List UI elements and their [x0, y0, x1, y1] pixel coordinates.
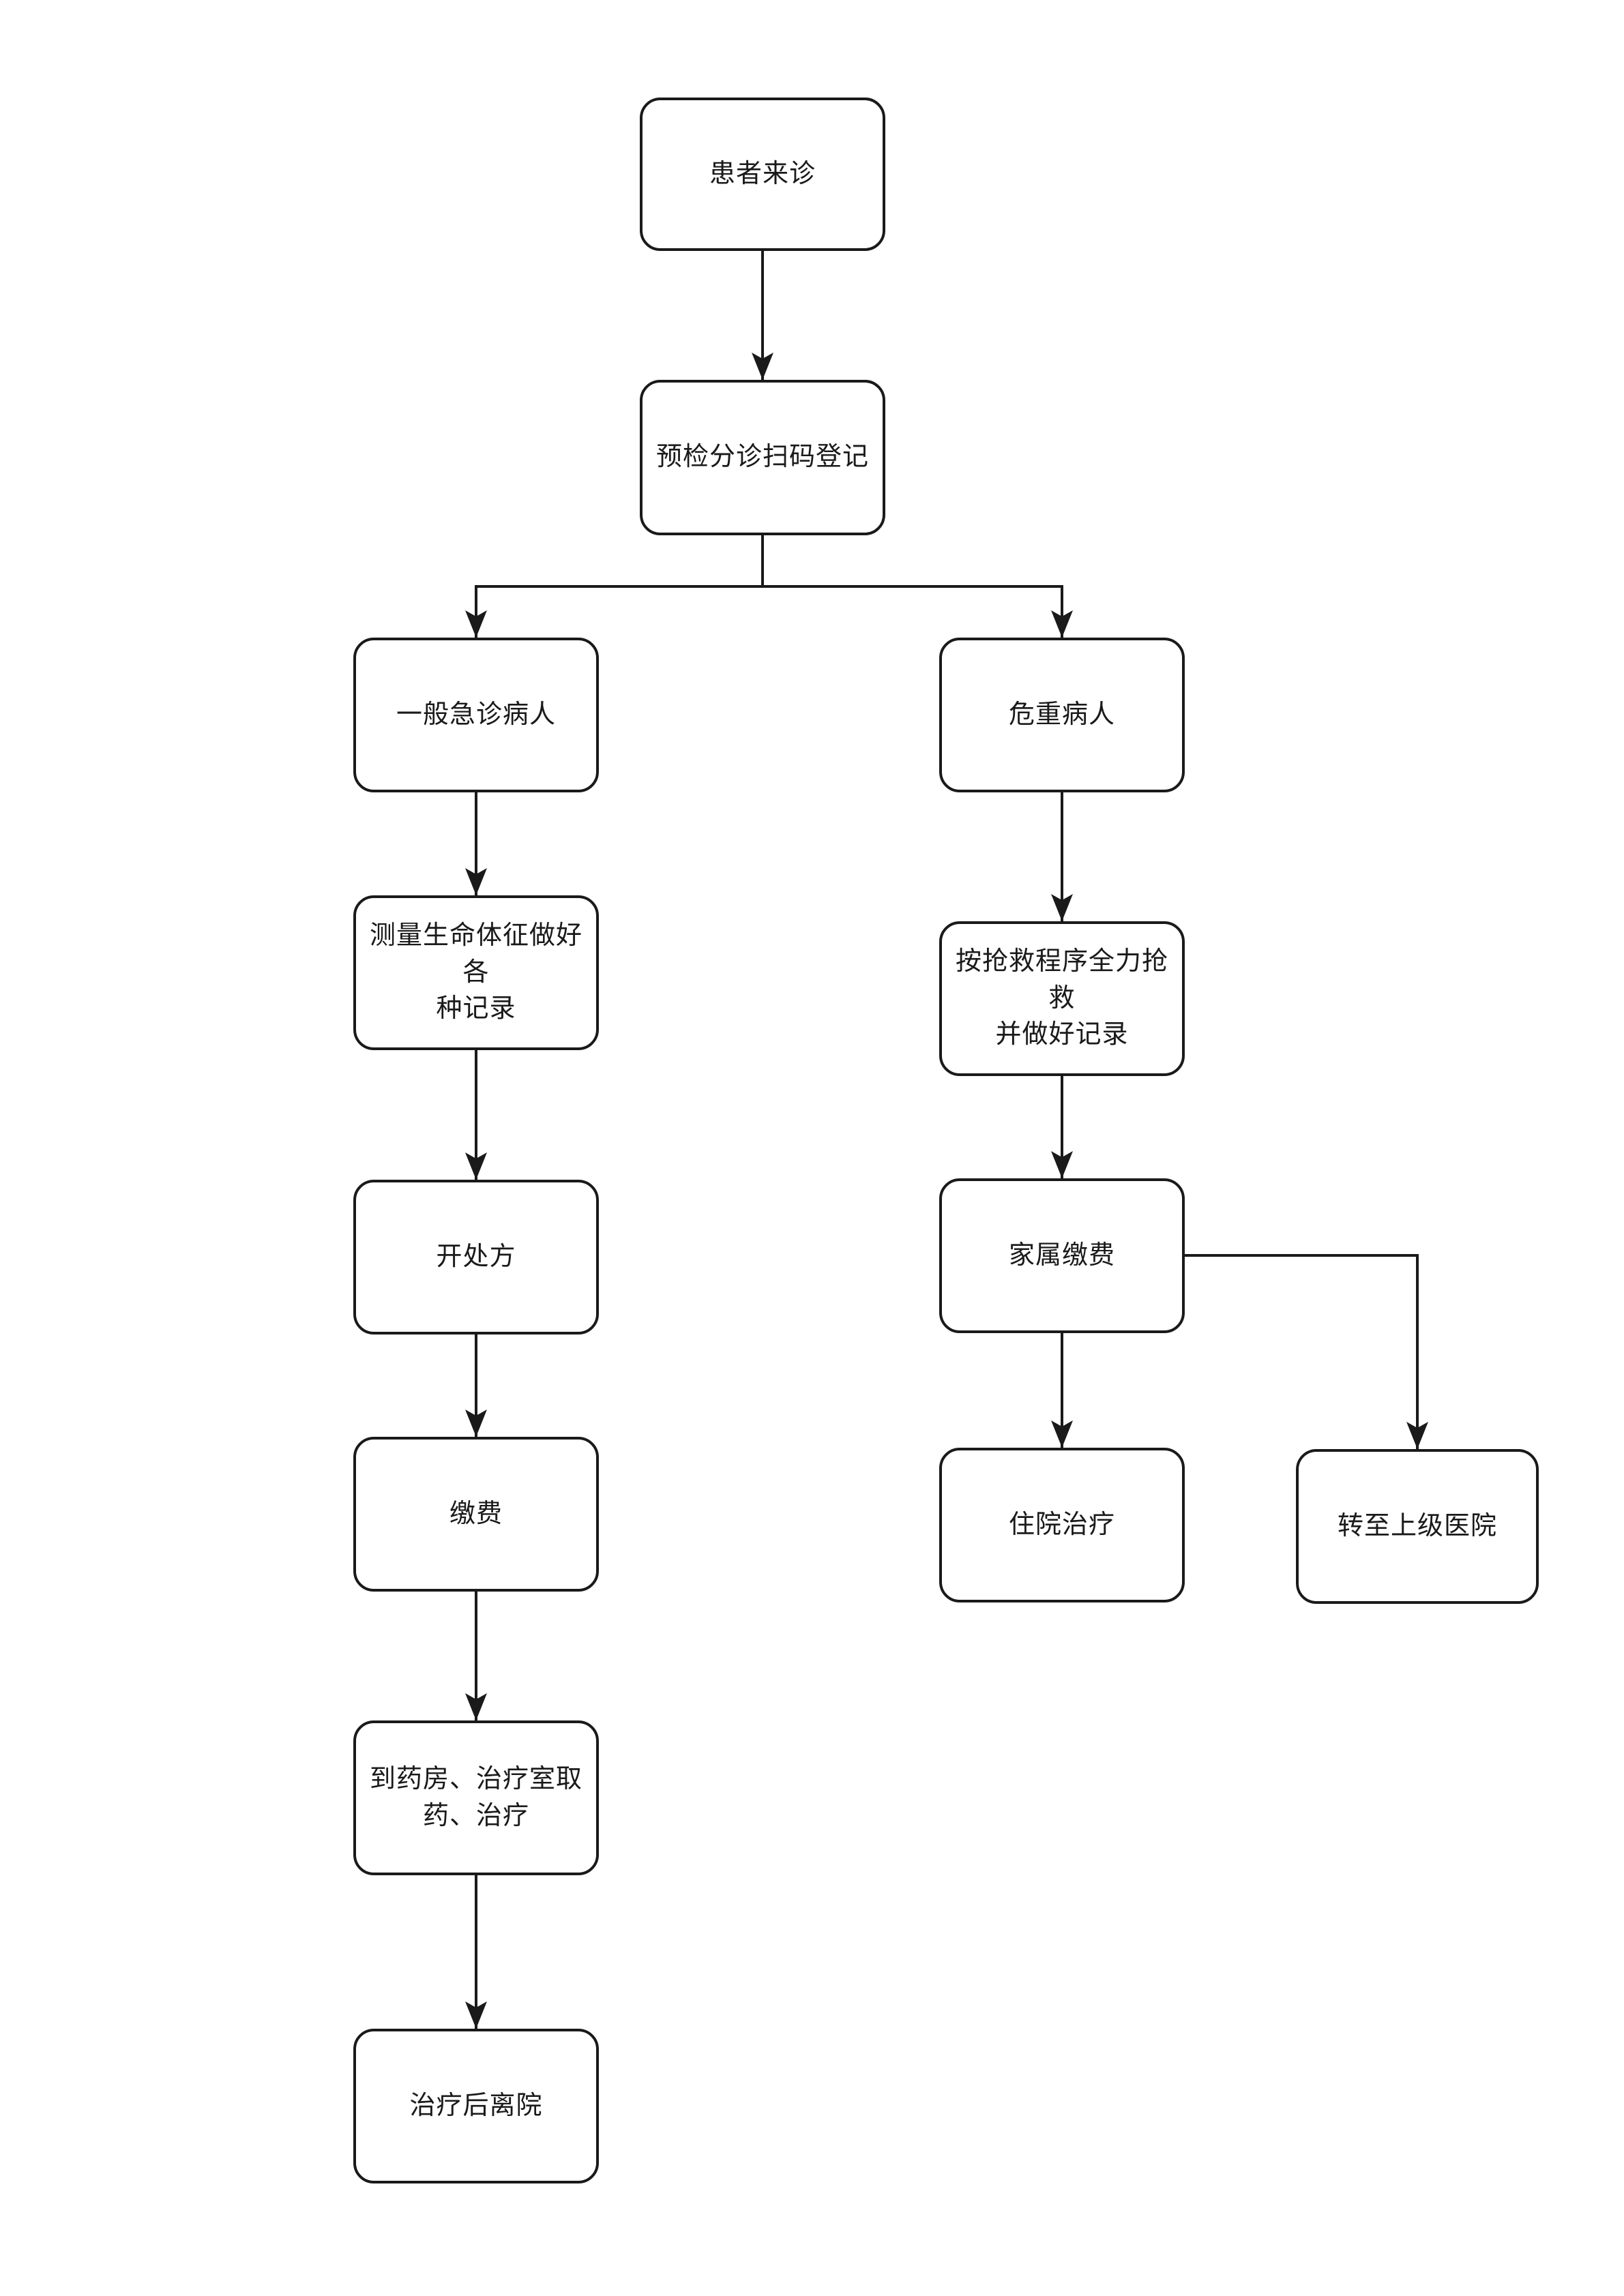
- flow-node-label-prescribe: 开处方: [436, 1242, 516, 1271]
- flow-node-general-patient: 一般急诊病人: [353, 638, 599, 792]
- flow-node-label-discharge: 治疗后离院: [409, 2091, 543, 2120]
- flow-node-pharmacy-treat: 到药房、治疗室取 药、治疗: [353, 1720, 599, 1875]
- flow-node-pay-fee: 缴费: [353, 1437, 599, 1592]
- flow-node-label-rescue: 按抢救程序全力抢救 并做好记录: [955, 946, 1168, 1049]
- flow-edge-triage-register--general-patient: [465, 535, 764, 638]
- flow-node-discharge: 治疗后离院: [353, 2029, 599, 2183]
- flow-node-label-measure-vitals: 测量生命体征做好各 种记录: [369, 921, 582, 1024]
- flow-node-measure-vitals: 测量生命体征做好各 种记录: [353, 895, 599, 1050]
- flow-node-label-triage-register: 预检分诊扫码登记: [655, 443, 869, 472]
- flow-node-label-family-pay: 家属缴费: [1008, 1240, 1115, 1270]
- flow-node-patient-arrival: 患者来诊: [640, 98, 885, 251]
- flow-node-label-pay-fee: 缴费: [449, 1499, 503, 1528]
- flow-node-critical-patient: 危重病人: [939, 638, 1185, 792]
- flow-node-label-critical-patient: 危重病人: [1008, 700, 1115, 729]
- flow-node-label-hospitalize: 住院治疗: [1008, 1510, 1115, 1539]
- flow-node-label-patient-arrival: 患者来诊: [709, 159, 816, 188]
- flow-node-hospitalize: 住院治疗: [939, 1448, 1185, 1602]
- flow-node-prescribe: 开处方: [353, 1180, 599, 1335]
- flow-node-label-transfer-up: 转至上级医院: [1337, 1511, 1497, 1540]
- flow-node-family-pay: 家属缴费: [939, 1178, 1185, 1333]
- flow-node-triage-register: 预检分诊扫码登记: [640, 380, 885, 535]
- flow-node-label-pharmacy-treat: 到药房、治疗室取 药、治疗: [369, 1764, 582, 1830]
- flow-node-label-general-patient: 一般急诊病人: [396, 700, 556, 729]
- flow-node-transfer-up: 转至上级医院: [1296, 1449, 1539, 1604]
- flow-edge-triage-register--critical-patient: [761, 535, 1073, 638]
- flow-edge-family-pay--transfer-up: [1185, 1254, 1428, 1449]
- flow-node-rescue: 按抢救程序全力抢救 并做好记录: [939, 921, 1185, 1076]
